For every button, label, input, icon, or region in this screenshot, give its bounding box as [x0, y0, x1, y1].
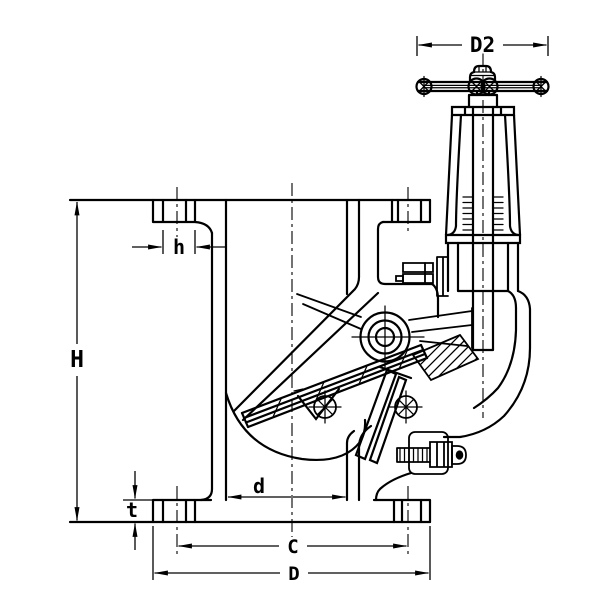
gland-bolt-upper: [402, 262, 434, 273]
dimension-h: [132, 230, 227, 254]
dimension-lines: [74, 36, 549, 580]
centerlines: [176, 52, 484, 555]
drain-bolt-nut: [429, 441, 453, 468]
label-h: h: [173, 235, 185, 259]
valve-details: [296, 256, 480, 475]
label-H: H: [70, 347, 84, 373]
label-t: t: [126, 498, 138, 522]
label-d: d: [253, 474, 265, 498]
section-hatch-region: [411, 333, 480, 382]
label-C: C: [287, 536, 298, 558]
label-D2: D2: [470, 33, 495, 57]
dimension-labels: D2 h H t d C D: [69, 32, 497, 587]
gland-bolt-lower: [402, 273, 434, 284]
label-D: D: [288, 563, 299, 585]
fine-details: [272, 65, 547, 463]
dimension-D: [152, 526, 431, 580]
dimension-D2: [416, 36, 549, 56]
valve-body-outline: [68, 64, 550, 524]
dimension-t: [123, 471, 154, 550]
